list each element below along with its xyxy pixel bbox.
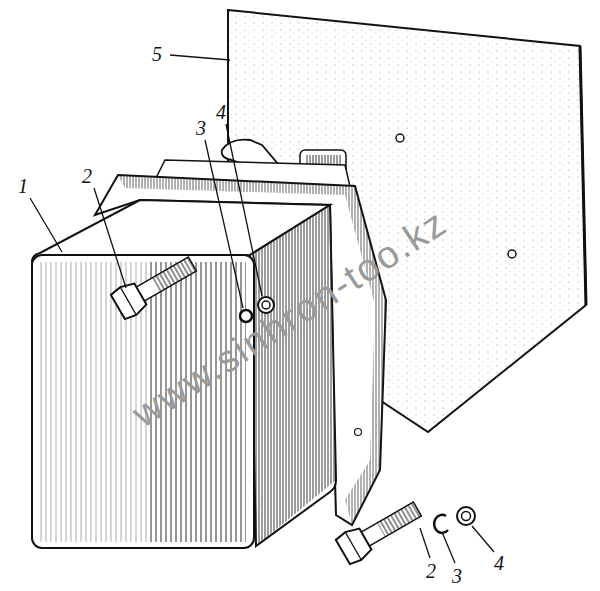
callout-number: 2: [426, 561, 436, 581]
leader-line: [30, 55, 494, 563]
washer: [434, 507, 475, 533]
callout-number: 4: [216, 102, 226, 122]
callout-number: 5: [152, 44, 162, 64]
callout-number: 3: [196, 118, 206, 138]
callout-number: 1: [18, 176, 28, 196]
callout-number: 4: [494, 553, 504, 573]
bolt: [110, 250, 200, 321]
bolt: [335, 495, 425, 566]
callout-number: 2: [82, 166, 92, 186]
callout-number: 3: [452, 566, 462, 586]
